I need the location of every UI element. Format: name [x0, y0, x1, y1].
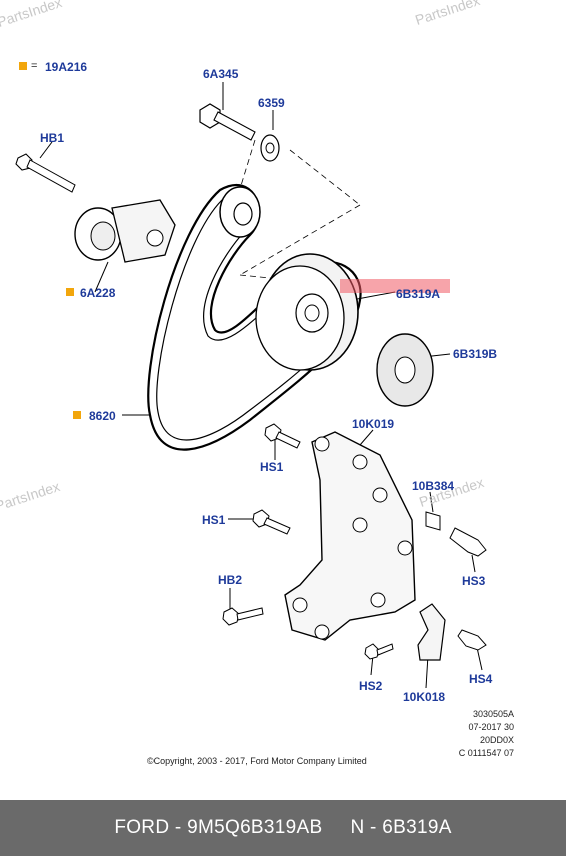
callout-HS1-upper[interactable]: HS1	[260, 460, 284, 474]
callout-8620[interactable]: 8620	[89, 409, 116, 423]
ref-line-4: C 0111547 07	[458, 748, 514, 758]
callout-10K019[interactable]: 10K019	[352, 417, 395, 431]
callout-6A228[interactable]: 6A228	[80, 286, 116, 300]
legend-symbol: =	[31, 60, 38, 72]
ref-line-2: 07-2017 30	[468, 722, 514, 732]
callout-6B319A[interactable]: 6B319A	[396, 287, 441, 301]
callout-HS3[interactable]: HS3	[462, 574, 486, 588]
callout-HS4[interactable]: HS4	[469, 672, 493, 686]
diagram-canvas	[15, 82, 487, 689]
legend-code: 19A216	[45, 60, 88, 74]
callout-HS1-lower[interactable]: HS1	[202, 513, 226, 527]
legend-marker	[19, 62, 27, 70]
copyright-text: ©Copyright, 2003 - 2017, Ford Motor Comp…	[147, 756, 367, 766]
ref-line-3: 20DD0X	[479, 735, 514, 745]
callout-10K018[interactable]: 10K018	[403, 690, 446, 704]
callout-10B384[interactable]: 10B384	[412, 479, 455, 493]
callout-6A345[interactable]: 6A345	[203, 67, 239, 81]
callout-HB2[interactable]: HB2	[218, 573, 243, 587]
marker-6A228	[66, 288, 74, 296]
callout-6B319B[interactable]: 6B319B	[453, 347, 498, 361]
callout-6359[interactable]: 6359	[258, 96, 285, 110]
marker-8620	[73, 411, 81, 419]
parts-diagram	[15, 82, 487, 689]
callout-HS2[interactable]: HS2	[359, 679, 383, 693]
part-number-bar: FORD - 9M5Q6B319AB N - 6B319A	[0, 800, 566, 856]
callout-HB1[interactable]: HB1	[40, 131, 65, 145]
footer-reference: N - 6B319A	[350, 817, 452, 838]
ref-line-1: 3030505A	[472, 709, 514, 719]
highlight-6B319A	[340, 279, 450, 293]
footer-part-number: FORD - 9M5Q6B319AB	[114, 817, 323, 838]
